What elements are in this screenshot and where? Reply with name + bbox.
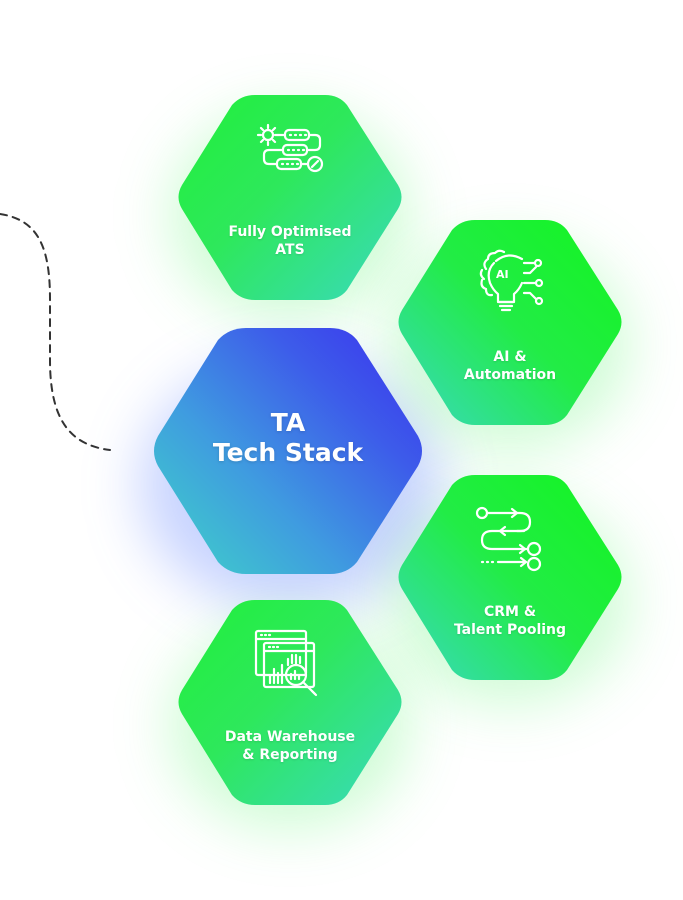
ats-label-line1: Fully Optimised: [228, 224, 352, 240]
ai-label-line1: AI &: [493, 349, 527, 365]
center-title-line1: TA: [270, 408, 306, 437]
svg-text:AI: AI: [496, 268, 509, 281]
center-title-line2: Tech Stack: [212, 438, 364, 467]
workflow-gear-icon: [252, 120, 328, 196]
data-label-line1: Data Warehouse: [224, 729, 356, 745]
crm-label-line2: Talent Pooling: [453, 622, 567, 638]
data-report-search-icon: [252, 625, 328, 701]
ai-lightbulb-icon: AI: [472, 245, 548, 321]
pipeline-flow-icon: [472, 500, 548, 576]
ats-label-line2: ATS: [275, 242, 305, 258]
crm-label-line1: CRM &: [483, 604, 537, 620]
ai-label-line2: Automation: [463, 367, 557, 383]
data-label-line2: & Reporting: [242, 747, 338, 763]
